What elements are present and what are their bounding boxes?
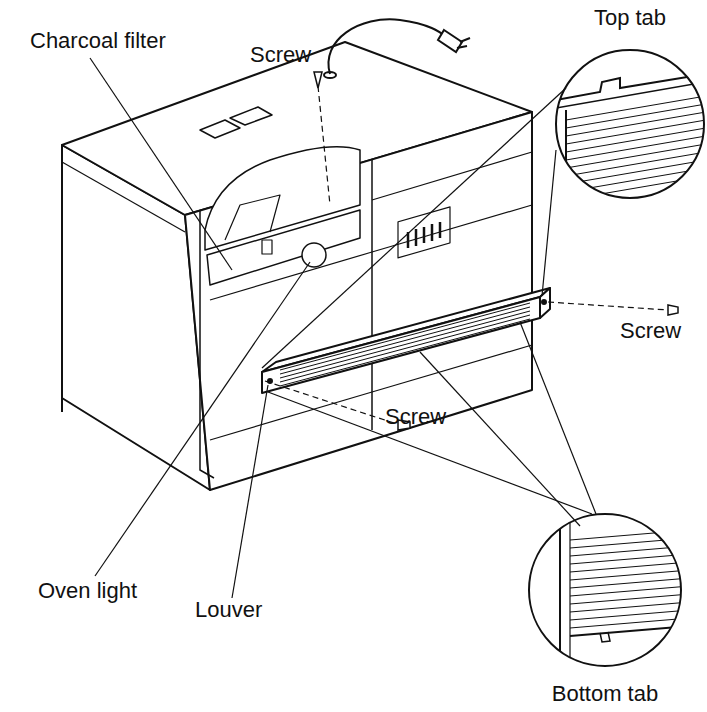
inset-outline — [528, 513, 682, 667]
part-label: Oven light — [38, 578, 137, 604]
inset-circle: Top tab — [555, 49, 705, 199]
part-label: Louver — [195, 597, 262, 623]
part-label: Screw — [250, 42, 311, 68]
part-label: Screw — [620, 318, 681, 344]
inset-circle-outline — [529, 514, 681, 666]
inset-heading: Bottom tab — [488, 681, 707, 707]
inset-heading: Top tab — [515, 5, 707, 31]
power-cord — [324, 19, 470, 78]
inset-circle: Bottom tab — [528, 513, 682, 667]
inset-detail — [556, 74, 706, 200]
louver-part — [262, 288, 550, 393]
inset-circle-outline — [556, 50, 704, 198]
microwave-body — [62, 42, 532, 490]
inset-outline — [555, 49, 705, 199]
part-label: Screw — [385, 404, 446, 430]
leader-line — [90, 58, 596, 598]
part-label: Charcoal filter — [30, 28, 166, 54]
inset-detail — [560, 520, 690, 668]
